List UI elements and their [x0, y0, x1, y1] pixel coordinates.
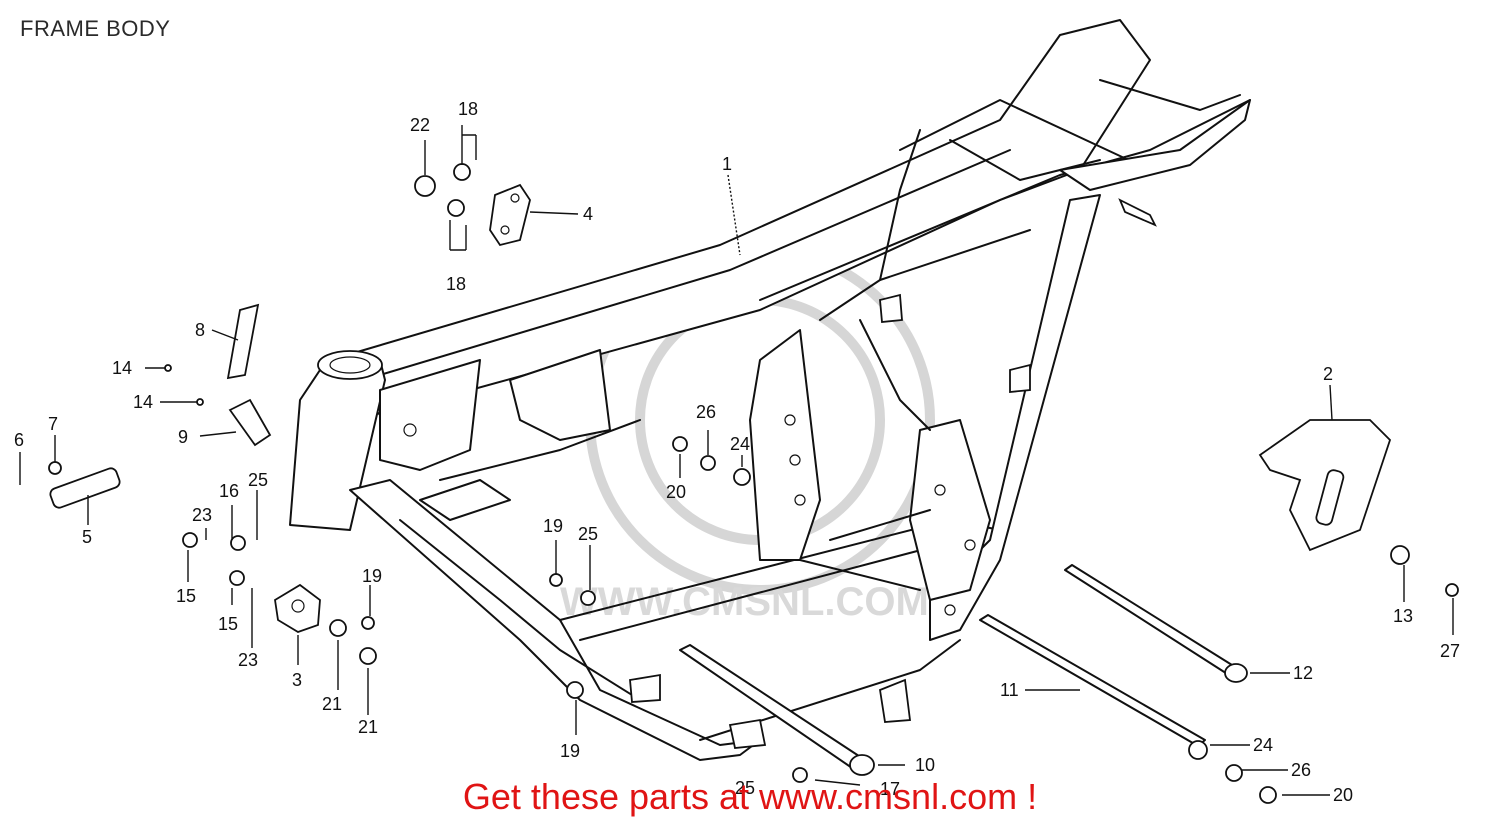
callout-8: 8 — [195, 320, 205, 340]
callout-18a: 18 — [458, 99, 478, 119]
callout-21b: 21 — [358, 717, 378, 737]
callout-25b: 25 — [578, 524, 598, 544]
callout-15b: 15 — [218, 614, 238, 634]
callout-9: 9 — [178, 427, 188, 447]
callout-16: 16 — [219, 481, 239, 501]
callout-23a: 23 — [192, 505, 212, 525]
bracket-3 — [274, 583, 321, 633]
callout-20a: 20 — [666, 482, 686, 502]
callout-26b: 26 — [1291, 760, 1311, 780]
callout-7: 7 — [48, 414, 58, 434]
callout-25c: 25 — [735, 778, 755, 798]
rod-12 — [1064, 564, 1241, 678]
callout-24b: 24 — [1253, 735, 1273, 755]
callout-14b: 14 — [133, 392, 153, 412]
page-title: FRAME BODY — [20, 16, 171, 41]
callout-23b: 23 — [238, 650, 258, 670]
callout-11: 11 — [1000, 680, 1019, 700]
callout-19a: 19 — [543, 516, 563, 536]
callout-5: 5 — [82, 527, 92, 547]
watermark-text: WWW.CMSNL.COM — [560, 580, 929, 624]
callout-13: 13 — [1393, 606, 1413, 626]
callout-2: 2 — [1323, 364, 1333, 384]
plate-4 — [489, 183, 531, 247]
rod-11 — [979, 614, 1206, 747]
callouts: 1 2 3 4 5 6 7 8 9 10 11 12 13 14 14 15 1… — [14, 99, 1460, 805]
callout-21a: 21 — [322, 694, 342, 714]
callout-22: 22 — [410, 115, 430, 135]
get-parts-link[interactable]: Get these parts at www.cmsnl.com ! — [462, 776, 1038, 817]
callout-3: 3 — [292, 670, 302, 690]
callout-26a: 26 — [696, 402, 716, 422]
callout-25a: 25 — [248, 470, 268, 490]
callout-1: 1 — [722, 154, 732, 174]
callout-19c: 19 — [560, 741, 580, 761]
leader-lines — [19, 125, 1454, 796]
callout-27: 27 — [1440, 641, 1460, 661]
callout-4: 4 — [583, 204, 593, 224]
callout-19b: 19 — [362, 566, 382, 586]
callout-14a: 14 — [112, 358, 132, 378]
callout-6: 6 — [14, 430, 24, 450]
bracket-9 — [228, 398, 272, 447]
callout-10: 10 — [915, 755, 935, 775]
strip-8 — [226, 303, 260, 380]
frame-assembly — [289, 19, 1251, 761]
callout-18b: 18 — [446, 274, 466, 294]
callout-17: 17 — [880, 779, 900, 799]
callout-15a: 15 — [176, 586, 196, 606]
loose-parts — [48, 163, 1459, 804]
callout-24a: 24 — [730, 434, 750, 454]
callout-20b: 20 — [1333, 785, 1353, 805]
callout-12: 12 — [1293, 663, 1313, 683]
